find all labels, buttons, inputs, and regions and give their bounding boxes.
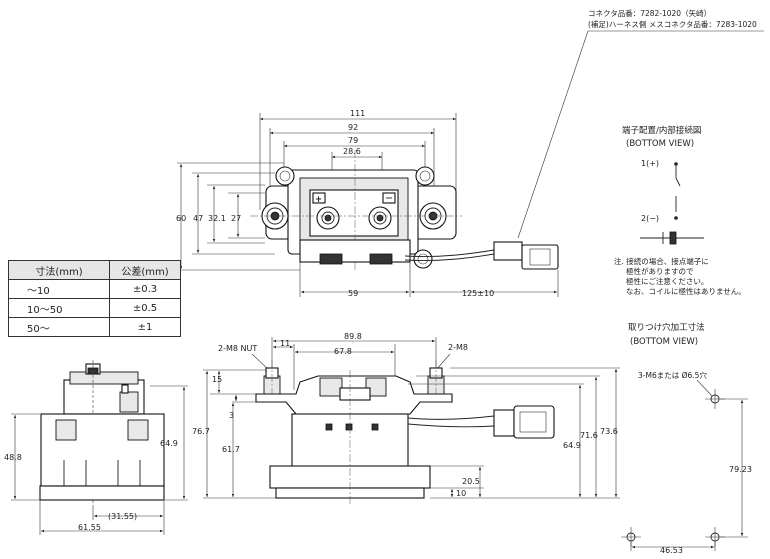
nut-label: 2-M8 NUT	[218, 344, 257, 353]
dim-111: 111	[350, 109, 365, 118]
mounting-view: (BOTTOM VIEW)	[630, 337, 698, 347]
side-dim-31-55: (31.55)	[108, 512, 137, 521]
side-dim-48-8: 48.8	[4, 453, 22, 462]
dim-92: 92	[348, 123, 358, 132]
dim-32-1: 32.1	[208, 214, 226, 223]
dim-28-6: 28.6	[343, 147, 361, 156]
side-view: 48.8 64.9 (31.55) 61.55	[4, 360, 188, 535]
dim-60: 60	[176, 214, 186, 223]
terminal-note-2: 極性がありますので	[626, 266, 694, 276]
front-dim-61-7: 61.7	[222, 445, 240, 454]
front-dim-67-8: 67.8	[334, 347, 352, 356]
terminal-plus-label: 1(+)	[641, 159, 659, 168]
terminal-note-3: 極性にご注意ください。	[626, 276, 708, 286]
terminal-minus-label: 2(−)	[641, 214, 659, 223]
connector-note: コネクタ品番：7282-1020（矢崎） (補足)ハーネス側 メスコネクタ品番：…	[517, 8, 764, 239]
front-dim-20-5: 20.5	[462, 477, 480, 486]
mounting-title: 取りつけ穴加工寸法	[628, 322, 705, 333]
mounting-dim-vertical: 79.23	[729, 465, 752, 474]
mounting-hole-label: 3-M6または Ø6.5穴	[638, 370, 707, 380]
front-dim-89-8: 89.8	[344, 332, 362, 341]
front-dim-73-6: 73.6	[600, 427, 618, 436]
harness-part-number: (補足)ハーネス側 メスコネクタ品番：7283-1020	[588, 19, 757, 29]
front-dim-15: 15	[212, 375, 222, 384]
dim-47: 47	[193, 214, 203, 223]
side-dim-64-9: 64.9	[160, 439, 178, 448]
dim-27: 27	[231, 214, 241, 223]
terminal-note-1: 注. 接続の場合、接点端子に	[614, 256, 709, 266]
dim-125: 125±10	[462, 289, 494, 298]
mounting-holes: 取りつけ穴加工寸法 (BOTTOM VIEW) 3-M6または Ø6.5穴 79…	[621, 322, 752, 555]
dim-59: 59	[348, 289, 358, 298]
tolerance-value-cell: ±0.5	[109, 298, 181, 318]
terminal-diagram-title: 端子配置/内部接続図	[622, 125, 701, 136]
tolerance-size-cell: 10〜50	[8, 298, 110, 318]
tolerance-header-size: 寸法(mm)	[8, 260, 110, 280]
tolerance-table: 寸法(mm) 公差(mm) 〜10 ±0.3 10〜50 ±0.5 50〜 ±1	[8, 260, 181, 337]
front-view: 2-M8 NUT 2-M8 89.8 67.8 11	[192, 332, 620, 504]
svg-text:+: +	[315, 195, 322, 205]
front-dim-10: 10	[456, 489, 466, 498]
terminal-diagram-view: (BOTTOM VIEW)	[626, 139, 694, 149]
table-row: 〜10 ±0.3	[8, 279, 181, 299]
table-row: 10〜50 ±0.5	[8, 298, 181, 318]
front-dim-76-7: 76.7	[192, 427, 210, 436]
tolerance-size-cell: 〜10	[8, 279, 110, 299]
tolerance-value-cell: ±1	[109, 317, 181, 337]
front-dim-3: 3	[229, 411, 234, 420]
front-dim-71-6: 71.6	[580, 431, 598, 440]
terminal-diagram: 端子配置/内部接続図 (BOTTOM VIEW) 1(+) 2(−) 注. 接続…	[614, 125, 746, 296]
terminal-note-4: なお、コイルに極性はありません。	[626, 286, 746, 296]
front-dim-11: 11	[280, 339, 290, 348]
mounting-dim-horizontal: 46.53	[660, 546, 683, 555]
dim-79: 79	[348, 136, 358, 145]
tolerance-header-tol: 公差(mm)	[109, 260, 181, 280]
tolerance-value-cell: ±0.3	[109, 279, 181, 299]
leader-line	[517, 30, 589, 239]
front-dim-64-9: 64.9	[563, 441, 581, 450]
tolerance-size-cell: 50〜	[8, 317, 110, 337]
m8-label: 2-M8	[448, 343, 468, 352]
top-view: 111 92 79 28.6 60 47 32.1 27	[176, 109, 559, 298]
side-dim-61-55: 61.55	[78, 523, 101, 532]
connector-part-number: コネクタ品番：7282-1020（矢崎）	[588, 8, 711, 18]
table-row: 50〜 ±1	[8, 317, 181, 337]
